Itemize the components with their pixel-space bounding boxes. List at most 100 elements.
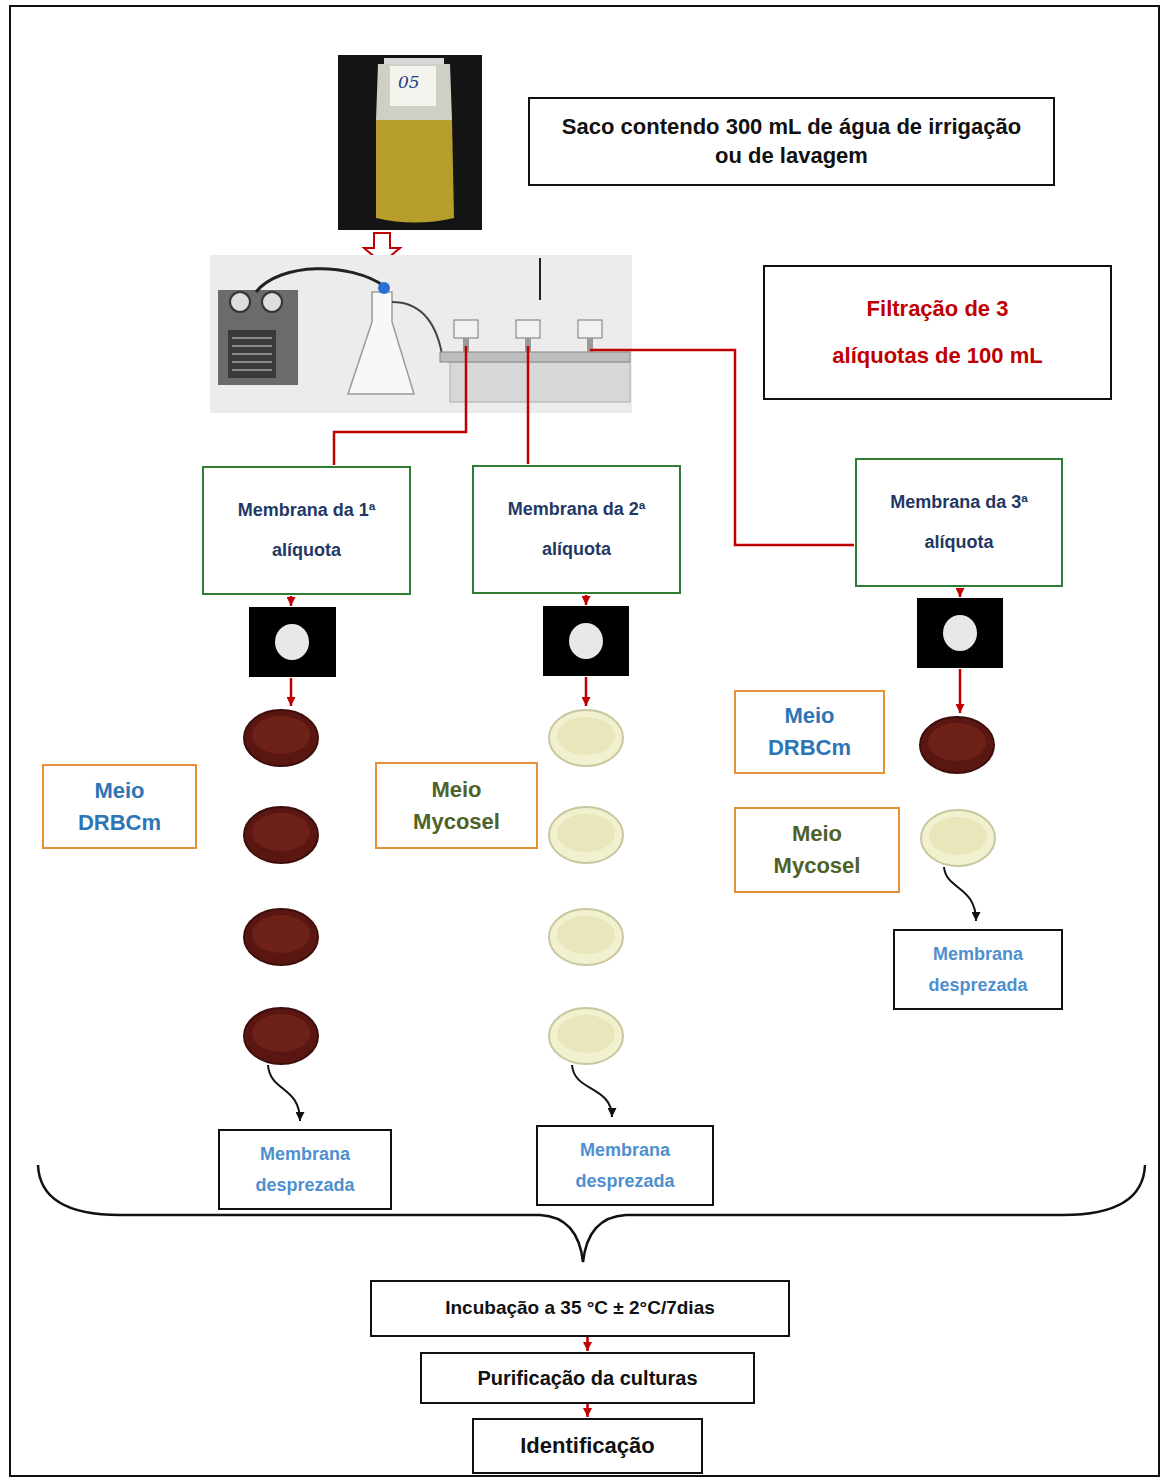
- discard-box: Membrana desprezada: [218, 1129, 392, 1210]
- node-text: Meio Mycosel: [397, 774, 516, 838]
- node-text: Membrana da 1ª alíquota: [236, 491, 377, 570]
- sample-box: Saco contendo 300 mL de água de irrigaçã…: [528, 97, 1055, 186]
- arrow: [585, 595, 588, 605]
- gauge: [230, 292, 250, 312]
- graphic-part: [252, 716, 310, 754]
- funnel: [454, 320, 478, 338]
- flow-arrow: [586, 1404, 589, 1417]
- outer-frame: [10, 6, 1159, 1476]
- filtration-box: Filtração de 3 alíquotas de 100 mL: [763, 265, 1112, 400]
- node-text: Saco contendo 300 mL de água de irrigaçã…: [550, 113, 1033, 170]
- graphic-part: [557, 814, 615, 852]
- process-box: Purificação da culturas: [420, 1352, 755, 1404]
- graphic-part: [921, 810, 995, 866]
- mycosel-dish: [549, 1008, 623, 1064]
- graphic-part: [549, 1008, 623, 1064]
- graphic-part: [549, 909, 623, 965]
- arrow: [290, 596, 293, 606]
- membrane-box: Membrana da 2ª alíquota: [472, 465, 681, 594]
- node-text: Meio Mycosel: [756, 818, 878, 882]
- pump-body: [218, 290, 298, 385]
- graphic-part: [244, 710, 318, 766]
- curved-arrow: [268, 1065, 300, 1121]
- curved-arrow: [572, 1065, 612, 1117]
- medium-label: Meio DRBCm: [734, 690, 885, 774]
- arrow: [959, 669, 962, 713]
- drbcm-dish: [244, 1008, 318, 1064]
- graphic-part: [557, 717, 615, 755]
- bag-liquid: [376, 120, 454, 223]
- node-text: Membrana da 2ª alíquota: [506, 490, 647, 569]
- discard-box: Membrana desprezada: [536, 1125, 714, 1206]
- membrane-square: [917, 598, 1003, 668]
- cable: [539, 258, 541, 300]
- graphic-part: [920, 717, 994, 773]
- tube: [392, 302, 442, 354]
- node-text: Meio DRBCm: [64, 775, 175, 839]
- membrane-photos: [249, 598, 1003, 677]
- arrow: [959, 588, 962, 597]
- grill-lines: [232, 338, 272, 370]
- graphic-part: [549, 710, 623, 766]
- node-text: Filtração de 3 alíquotas de 100 mL: [825, 286, 1050, 378]
- discard-box: Membrana desprezada: [893, 929, 1063, 1010]
- flow-arrow: [586, 1337, 589, 1351]
- node-text: Incubação a 35 °C ± 2°C/7dias: [445, 1296, 715, 1321]
- mycosel-dish: [549, 710, 623, 766]
- drbcm-dish: [244, 710, 318, 766]
- graphic-part: [244, 1008, 318, 1064]
- membrane-disc: [569, 623, 603, 659]
- aliquot-line: [334, 346, 466, 465]
- graphic-part: [928, 723, 986, 761]
- funnel: [578, 320, 602, 338]
- gauge: [262, 292, 282, 312]
- membrane-disc: [275, 624, 309, 660]
- medium-label: Meio Mycosel: [734, 807, 900, 893]
- bag-photo: [338, 55, 482, 230]
- medium-label: Meio DRBCm: [42, 764, 197, 849]
- funnel: [516, 320, 540, 338]
- bag-top: [376, 64, 452, 120]
- graphic-part: [557, 1015, 615, 1053]
- bag-label: 05: [398, 72, 420, 92]
- tube: [256, 269, 384, 292]
- process-box: Incubação a 35 °C ± 2°C/7dias: [370, 1280, 790, 1337]
- node-text: Membrana da 3ª alíquota: [889, 483, 1029, 562]
- filtration-photo: [210, 255, 632, 413]
- node-text: Identificação: [520, 1432, 654, 1461]
- arrow: [290, 678, 293, 706]
- medium-label: Meio Mycosel: [375, 762, 538, 849]
- membrane-square: [249, 607, 336, 677]
- membrane-box: Membrana da 3ª alíquota: [855, 458, 1063, 587]
- graphic-part: [244, 807, 318, 863]
- manifold-base: [450, 362, 630, 402]
- mycosel-dish: [549, 909, 623, 965]
- drbcm-dish: [244, 807, 318, 863]
- photo-ground: [210, 255, 632, 413]
- graphic-part: [557, 916, 615, 954]
- arrow: [585, 677, 588, 706]
- graphic-part: [252, 915, 310, 953]
- membrane-square: [543, 606, 629, 676]
- membrane-disc: [943, 615, 977, 651]
- graphic-part: [252, 1014, 310, 1052]
- aliquot-line: [527, 346, 530, 464]
- node-text: Membrana desprezada: [909, 939, 1047, 1000]
- node-text: Purificação da culturas: [477, 1365, 697, 1391]
- graphic-part: [252, 813, 310, 851]
- membrane-box: Membrana da 1ª alíquota: [202, 466, 411, 595]
- graphic-part: [549, 807, 623, 863]
- drbcm-dish: [244, 909, 318, 965]
- bag-sticker: [390, 66, 436, 106]
- node-text: Membrana desprezada: [552, 1135, 698, 1196]
- graphic-part: [929, 817, 987, 855]
- graphic-part: [244, 909, 318, 965]
- manifold-bar: [440, 352, 630, 362]
- pump-grill: [228, 330, 276, 378]
- discard-arrows: [268, 867, 976, 1121]
- photo-ground: [338, 55, 482, 230]
- node-text: Meio DRBCm: [756, 700, 863, 764]
